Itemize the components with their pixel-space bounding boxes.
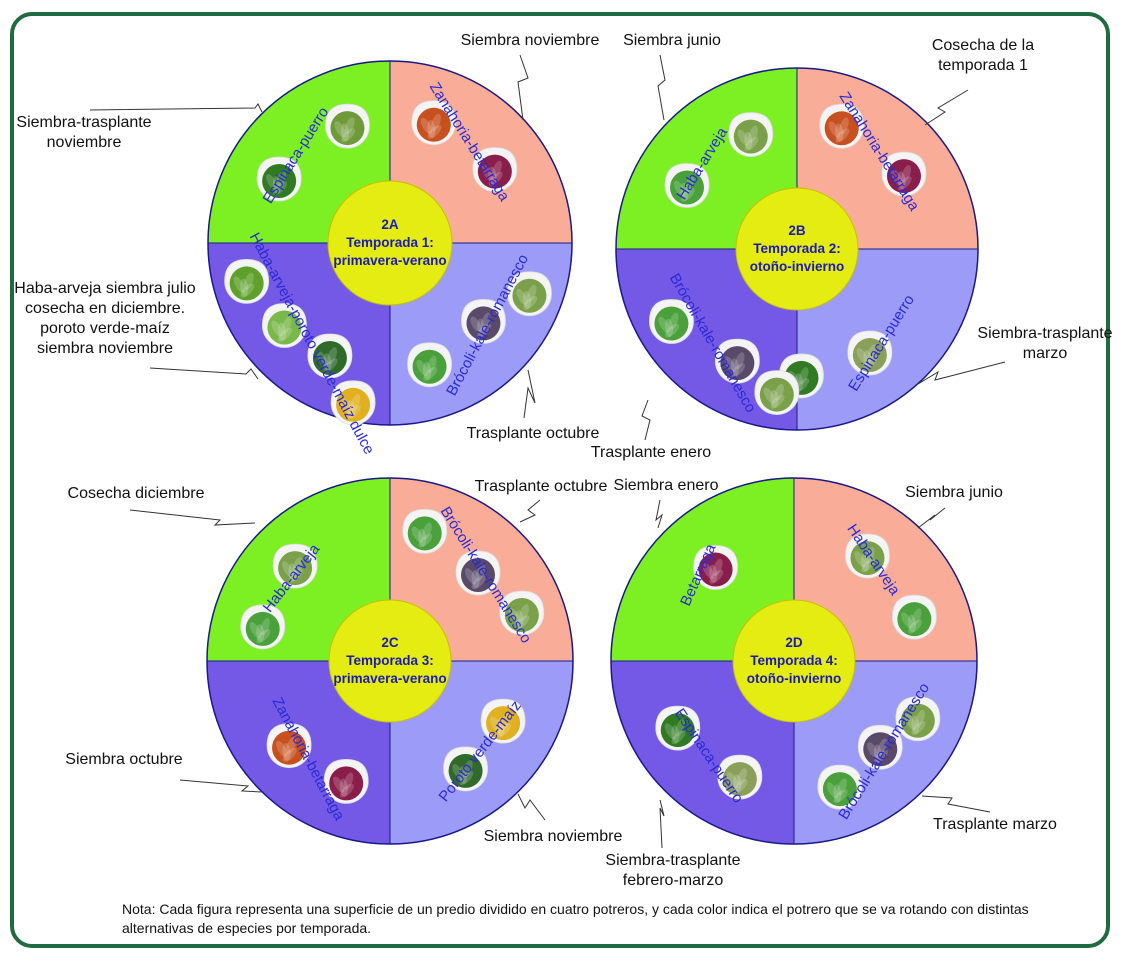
diagram-id: 2C xyxy=(381,635,399,650)
vegetable-photo-rom xyxy=(507,271,552,317)
outer-frame xyxy=(10,12,1110,948)
leader-line xyxy=(917,361,1006,385)
vegetable-photo-carrot xyxy=(266,723,312,769)
annotation-2c-4: Siembra noviembre xyxy=(484,828,623,845)
vegetable-photo-pea xyxy=(891,594,937,640)
vegetable-photo-leaf xyxy=(256,156,302,202)
vegetable-photo-rom xyxy=(754,370,800,415)
season-label: primavera-verano xyxy=(333,671,446,686)
leader-line xyxy=(917,507,946,529)
annotation-2c-3: Siembra octubre xyxy=(65,751,182,768)
vegetable-photo-corn xyxy=(330,380,376,426)
annotation-2b-4: Trasplante enero xyxy=(591,444,711,461)
leader-line xyxy=(517,793,546,821)
vegetable-photo-beet xyxy=(881,151,927,197)
season-label: otoño-invierno xyxy=(747,671,842,686)
wheel-outline xyxy=(206,477,574,845)
vegetable-photo-rom xyxy=(895,696,941,742)
annotation-2b-1: Siembra junio xyxy=(623,32,721,49)
season-label: primavera-verano xyxy=(333,253,446,268)
leader-line xyxy=(921,795,991,813)
leader-line xyxy=(657,54,666,121)
leader-line xyxy=(89,103,263,113)
leader-line xyxy=(655,499,663,529)
leader-line xyxy=(179,779,263,793)
vegetable-photo-pea xyxy=(664,163,710,208)
annotation-2d-1: Siembra enero xyxy=(614,477,719,494)
annotation-2a-4: Trasplante octubre xyxy=(467,425,600,442)
vegetable-photo-rom xyxy=(499,590,545,636)
vegetable-photo-pea xyxy=(443,746,488,792)
vegetable-photo-beet xyxy=(323,758,369,804)
vegetable-photo-leaf xyxy=(655,705,701,751)
vegetable-photo-pea xyxy=(272,543,318,589)
leader-line xyxy=(129,509,256,526)
vegetable-photo-corn xyxy=(480,698,526,744)
footnote: Nota: Cada figura representa una superfi… xyxy=(122,901,1029,936)
vegetable-photo-pea xyxy=(307,333,353,379)
vegetable-photo-kale xyxy=(455,550,501,596)
annotation-2d-3: Trasplante marzo xyxy=(933,816,1057,833)
center-circle xyxy=(328,599,452,723)
wheel-outline xyxy=(615,67,979,431)
season-label: Temporada 3: xyxy=(346,653,434,668)
vegetable-photo-leek xyxy=(847,330,893,376)
center-circle xyxy=(327,180,453,306)
vegetable-photo-carrot xyxy=(819,103,865,149)
vegetable-photo-beet xyxy=(472,147,518,192)
vegetable-photo-pea xyxy=(845,533,890,579)
vegetable-photo-pea xyxy=(224,259,270,304)
vegetable-photo-broc xyxy=(407,342,452,388)
diagram-id: 2B xyxy=(788,223,806,238)
leader-line xyxy=(924,89,969,126)
vegetable-photo-pea xyxy=(728,112,774,157)
diagram-id: 2D xyxy=(785,635,803,650)
leader-line xyxy=(519,499,541,523)
leader-line xyxy=(659,799,665,849)
annotation-2a-1: Siembra noviembre xyxy=(461,32,600,49)
vegetable-photo-kale xyxy=(857,724,903,770)
vegetable-photo-leek xyxy=(325,103,370,149)
wheel-outline xyxy=(207,60,573,426)
leader-line xyxy=(641,399,651,441)
leader-line xyxy=(149,367,259,380)
season-label: Temporada 4: xyxy=(750,653,838,668)
vegetable-photo-kale xyxy=(714,338,760,384)
wheel-outline xyxy=(610,477,978,845)
annotation-2d-2: Siembra junio xyxy=(905,484,1003,501)
center-circle xyxy=(735,187,859,311)
vegetable-photo-kale xyxy=(461,299,506,344)
leader-line xyxy=(517,54,529,121)
vegetable-photo-broc xyxy=(817,764,863,810)
vegetable-photo-pea xyxy=(240,604,286,650)
vegetable-photo-broc xyxy=(649,299,694,344)
season-label: otoño-invierno xyxy=(750,259,845,274)
diagram-id: 2A xyxy=(381,217,399,232)
vegetable-photo-carrot xyxy=(411,100,457,146)
vegetable-photo-pea xyxy=(262,303,307,348)
season-label: Temporada 1: xyxy=(346,235,434,250)
leader-line xyxy=(523,369,536,419)
vegetable-photo-beet xyxy=(693,545,738,590)
vegetable-photo-broc xyxy=(402,508,448,554)
season-label: Temporada 2: xyxy=(753,241,841,256)
annotation-2c-2: Trasplante octubre xyxy=(475,478,608,495)
center-circle xyxy=(732,599,856,723)
annotation-2c-1: Cosecha diciembre xyxy=(68,485,205,502)
vegetable-photo-leek xyxy=(717,754,763,800)
